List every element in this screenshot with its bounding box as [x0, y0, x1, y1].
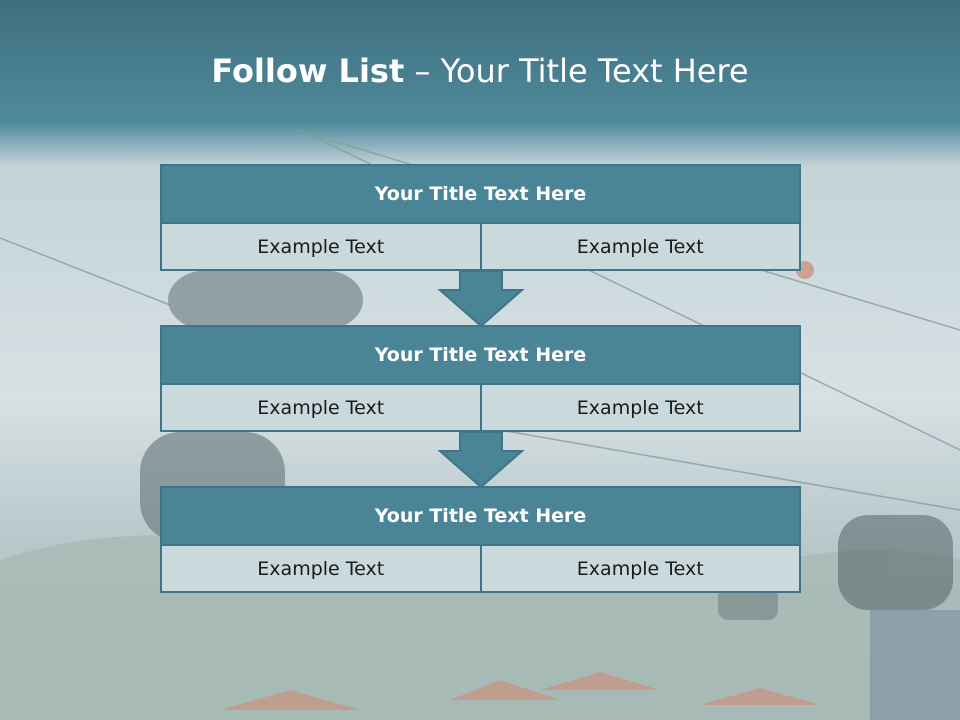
- step-block-title: Your Title Text Here: [162, 327, 799, 385]
- slide-title: Follow List – Your Title Text Here: [0, 52, 960, 90]
- step-block-cell-right: Example Text: [479, 385, 800, 430]
- step-block-3: Your Title Text Here Example Text Exampl…: [160, 486, 801, 593]
- slide-title-subtitle: – Your Title Text Here: [404, 52, 749, 90]
- step-block-cell-right: Example Text: [479, 546, 800, 591]
- step-block-cell-left: Example Text: [257, 235, 385, 258]
- down-arrow-icon: [438, 431, 524, 489]
- down-arrow-icon: [438, 270, 524, 328]
- step-block-cell-right: Example Text: [479, 224, 800, 269]
- step-block-title: Your Title Text Here: [162, 166, 799, 224]
- slide-title-main: Follow List: [211, 52, 405, 90]
- step-block-2: Your Title Text Here Example Text Exampl…: [160, 325, 801, 432]
- step-block-cell-left: Example Text: [257, 396, 385, 419]
- step-block-row: Example Text Example Text: [162, 546, 799, 591]
- step-block-title: Your Title Text Here: [162, 488, 799, 546]
- step-block-row: Example Text Example Text: [162, 385, 799, 430]
- step-block-cell-left: Example Text: [257, 557, 385, 580]
- step-block-row: Example Text Example Text: [162, 224, 799, 269]
- step-block-1: Your Title Text Here Example Text Exampl…: [160, 164, 801, 271]
